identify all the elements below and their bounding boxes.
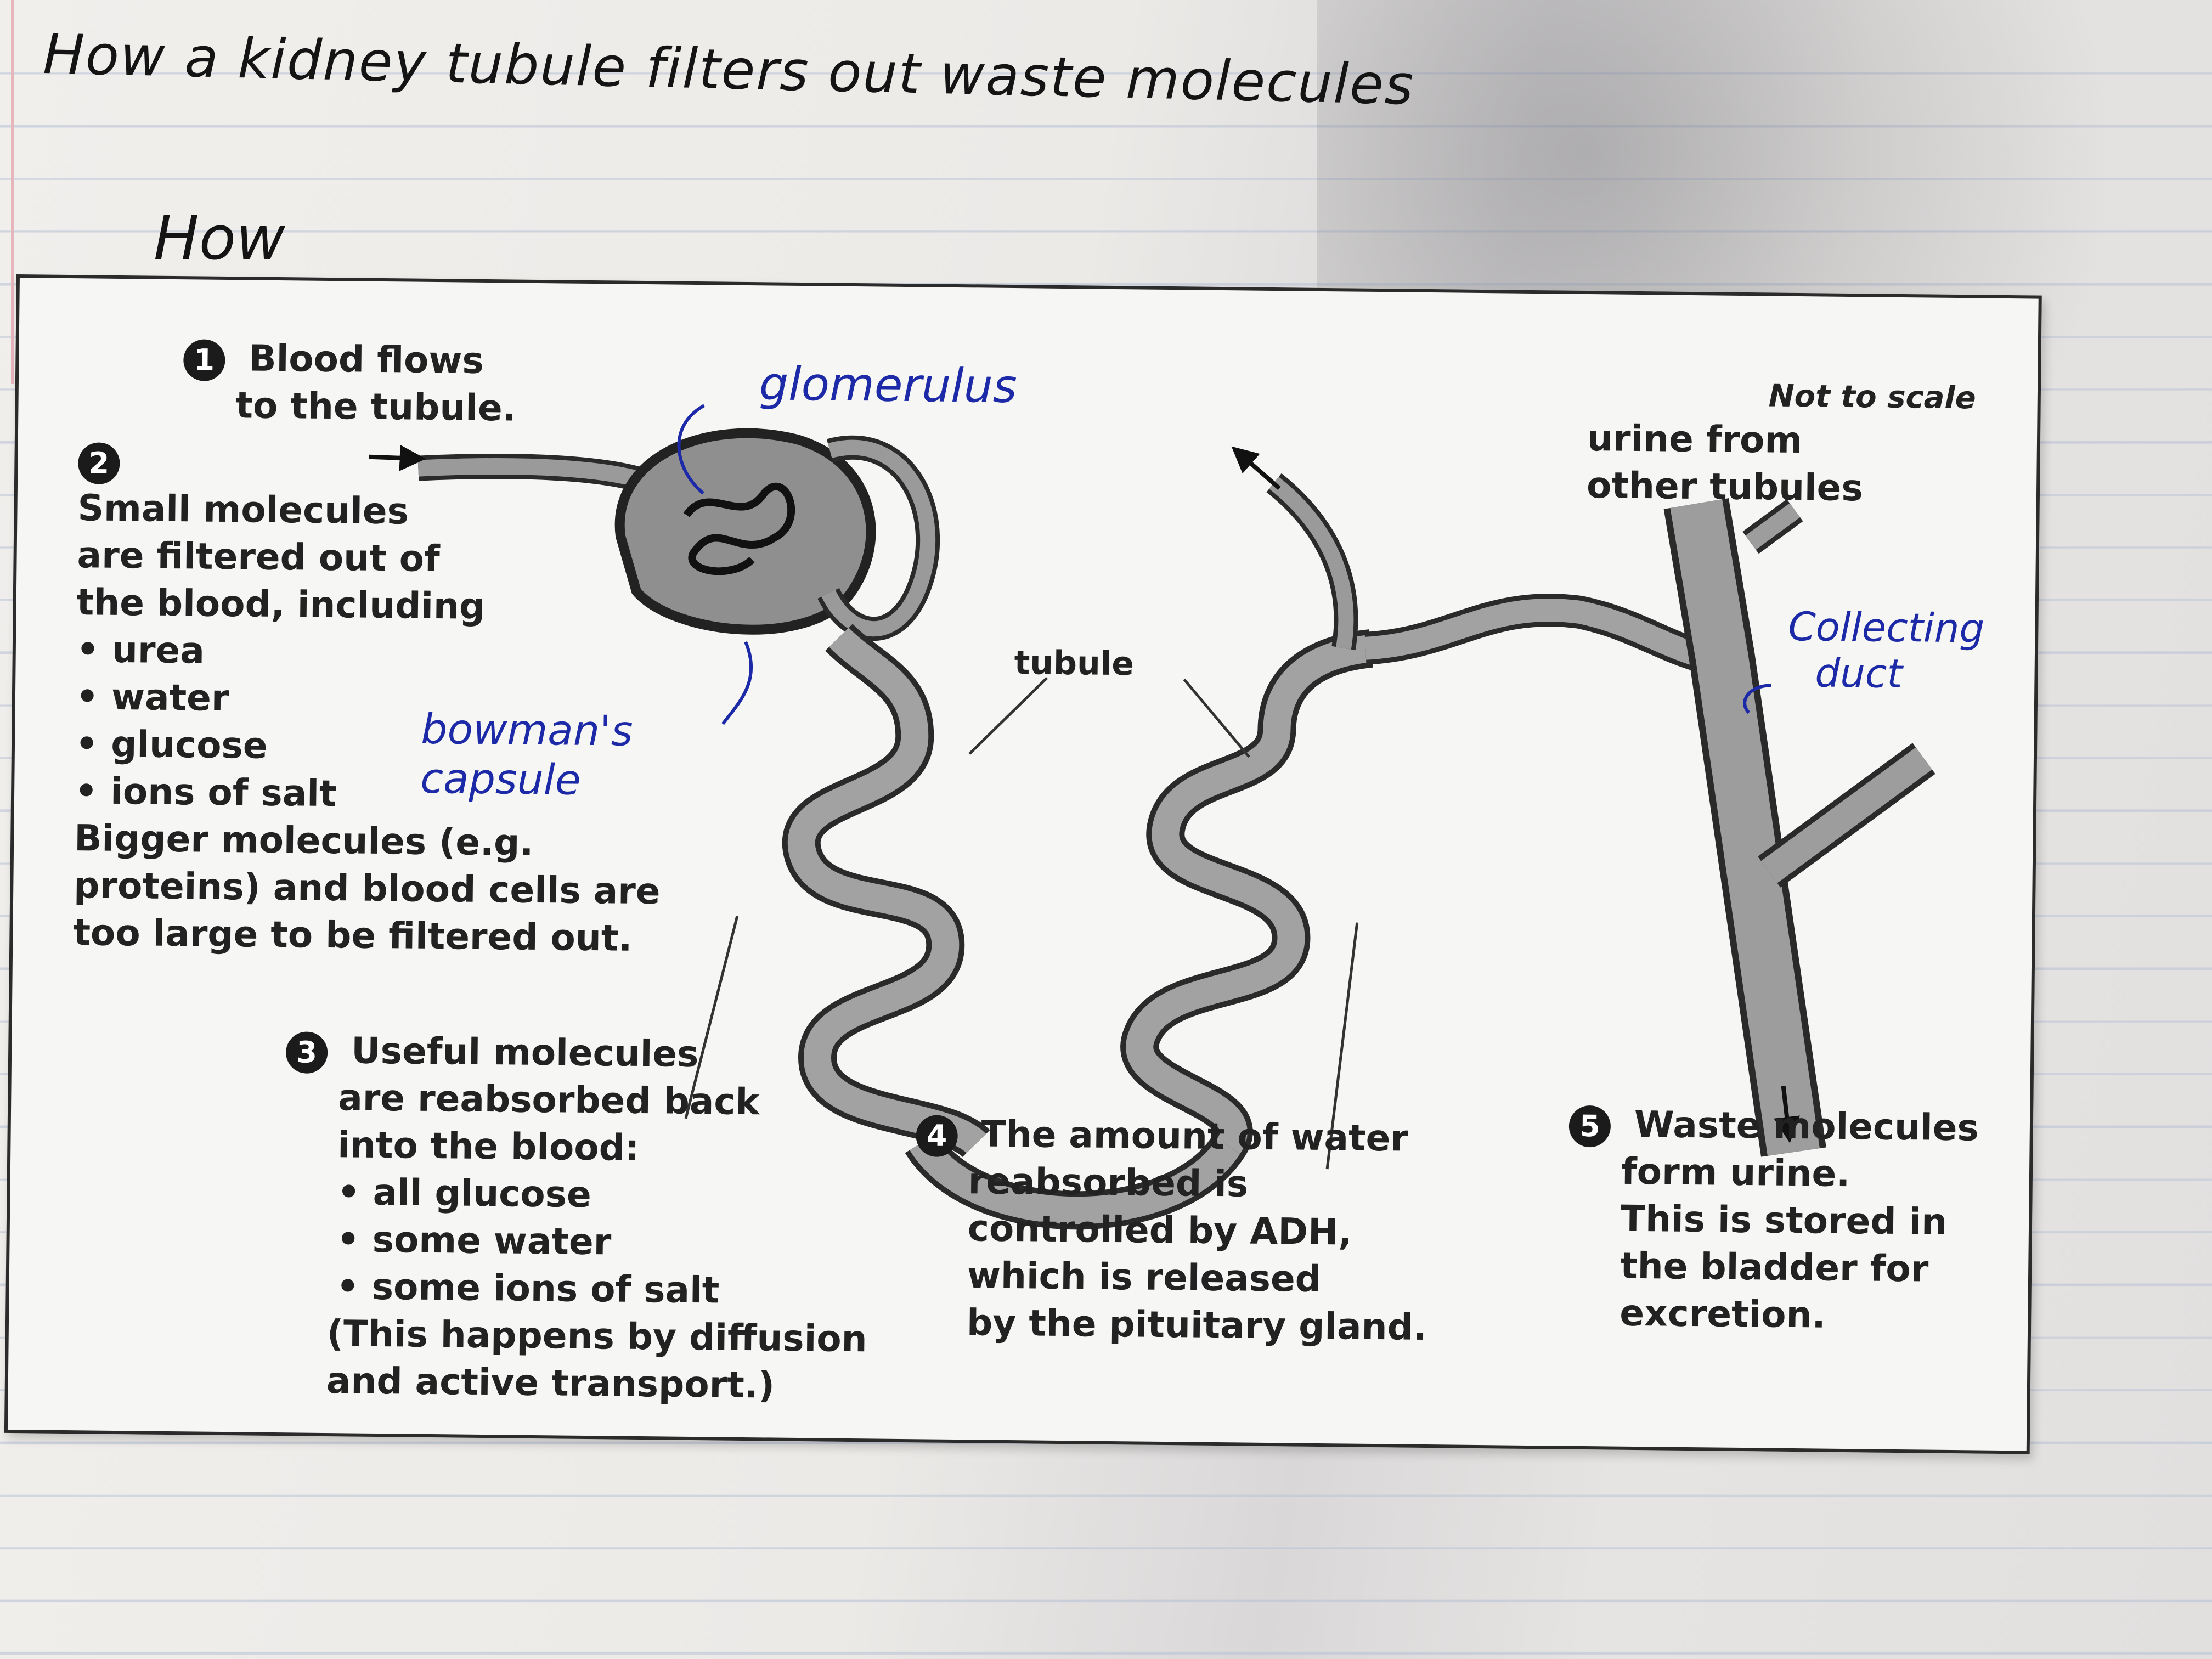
step2: 2 Small molecules are filtered out of th… [73,437,665,962]
step1-line1: Blood flows [249,337,484,382]
step3-number: 3 [285,1031,328,1074]
step1-line2: to the tubule. [235,384,517,430]
step2-extra2: proteins) and blood cells are [73,864,661,913]
urine-from-line1: urine from [1587,416,1803,462]
step2-line3: the blood, including [76,581,486,628]
step3-bullet-water: some water [284,1215,868,1268]
glomerulus [683,482,795,575]
kidney-tubule-diagram [369,404,1936,1230]
step3: 3 Useful molecules are reabsorbed back i… [282,1026,870,1410]
bowmans-pointer [721,641,753,725]
step2-extra1: Bigger molecules (e.g. [74,817,534,864]
tubule-pointer-right [1183,678,1250,758]
step4-line1: The amount of water [981,1113,1409,1160]
urine-arrow [1774,1086,1800,1143]
collecting-pointer [1743,684,1771,714]
vessel-out-arrow [1231,446,1281,490]
step3-bullet-ions: some ions of salt [283,1262,868,1316]
subheading: How [154,203,285,273]
step5-line2: form urine. [1621,1150,1850,1195]
step2-number: 2 [78,442,120,484]
step2-line2: are filtered out of [77,534,441,580]
step1-number: 1 [183,339,225,381]
step2-extra3: too large to be filtered out. [73,911,633,960]
urine-from-line2: other tubules [1586,464,1864,510]
bowmans-capsule-label: bowman's capsule [420,704,633,805]
step3-pointer [684,916,739,1119]
step5-line1: Waste molecules [1634,1103,1979,1149]
margin-line [11,0,14,384]
step2-bullet-urea: urea [76,626,663,679]
bowmans-line2: capsule [420,753,582,804]
step3-line2: are reabsorbed back [337,1076,760,1124]
tubule-pointer-left [968,676,1048,755]
step4-number: 4 [916,1115,958,1157]
step5: 5 Waste molecules form urine. This is st… [1567,1101,1979,1341]
not-to-scale-note: Not to scale [1768,378,1977,416]
step3-extra1: (This happens by diffusion [326,1312,868,1361]
bowmans-line1: bowman's [420,704,633,755]
step5-number: 5 [1568,1105,1611,1148]
step1: 1 Blood flows to the tubule. [183,334,517,432]
step4-line3: controlled by ADH, [967,1207,1352,1254]
tubule-label: tubule [1014,644,1135,684]
step3-line1: Useful molecules [351,1029,699,1076]
glomerulus-pointer [677,404,706,495]
step5-line4: the bladder for [1620,1244,1929,1290]
step2-line1: Small molecules [77,487,409,533]
bowmans-capsule [614,428,876,635]
step4: 4 The amount of water reabsorbed is cont… [914,1110,1429,1351]
step5-line5: excretion. [1619,1291,1826,1336]
step4-line4: which is released [967,1254,1322,1301]
glomerulus-label: glomerulus [759,357,1018,414]
collecting-line2: duct [1815,650,1903,697]
step3-bullet-glucose: all glucose [284,1168,869,1221]
urine-from-label: urine from other tubules [1587,415,1864,512]
blood-flow-arrow [369,444,426,471]
step4-line2: reabsorbed is [968,1160,1249,1205]
worksheet: 1 Blood flows to the tubule. 2 Small mol… [4,274,2042,1454]
collecting-line1: Collecting [1788,603,1985,652]
collecting-duct-label: Collecting duct [1787,603,1985,698]
step3-extra2: and active transport.) [326,1359,775,1407]
step4-pointer [1325,922,1359,1170]
step3-line3: into the blood: [337,1124,640,1169]
step5-line3: This is stored in [1620,1197,1948,1243]
step4-line5: by the pituitary gland. [966,1301,1427,1349]
